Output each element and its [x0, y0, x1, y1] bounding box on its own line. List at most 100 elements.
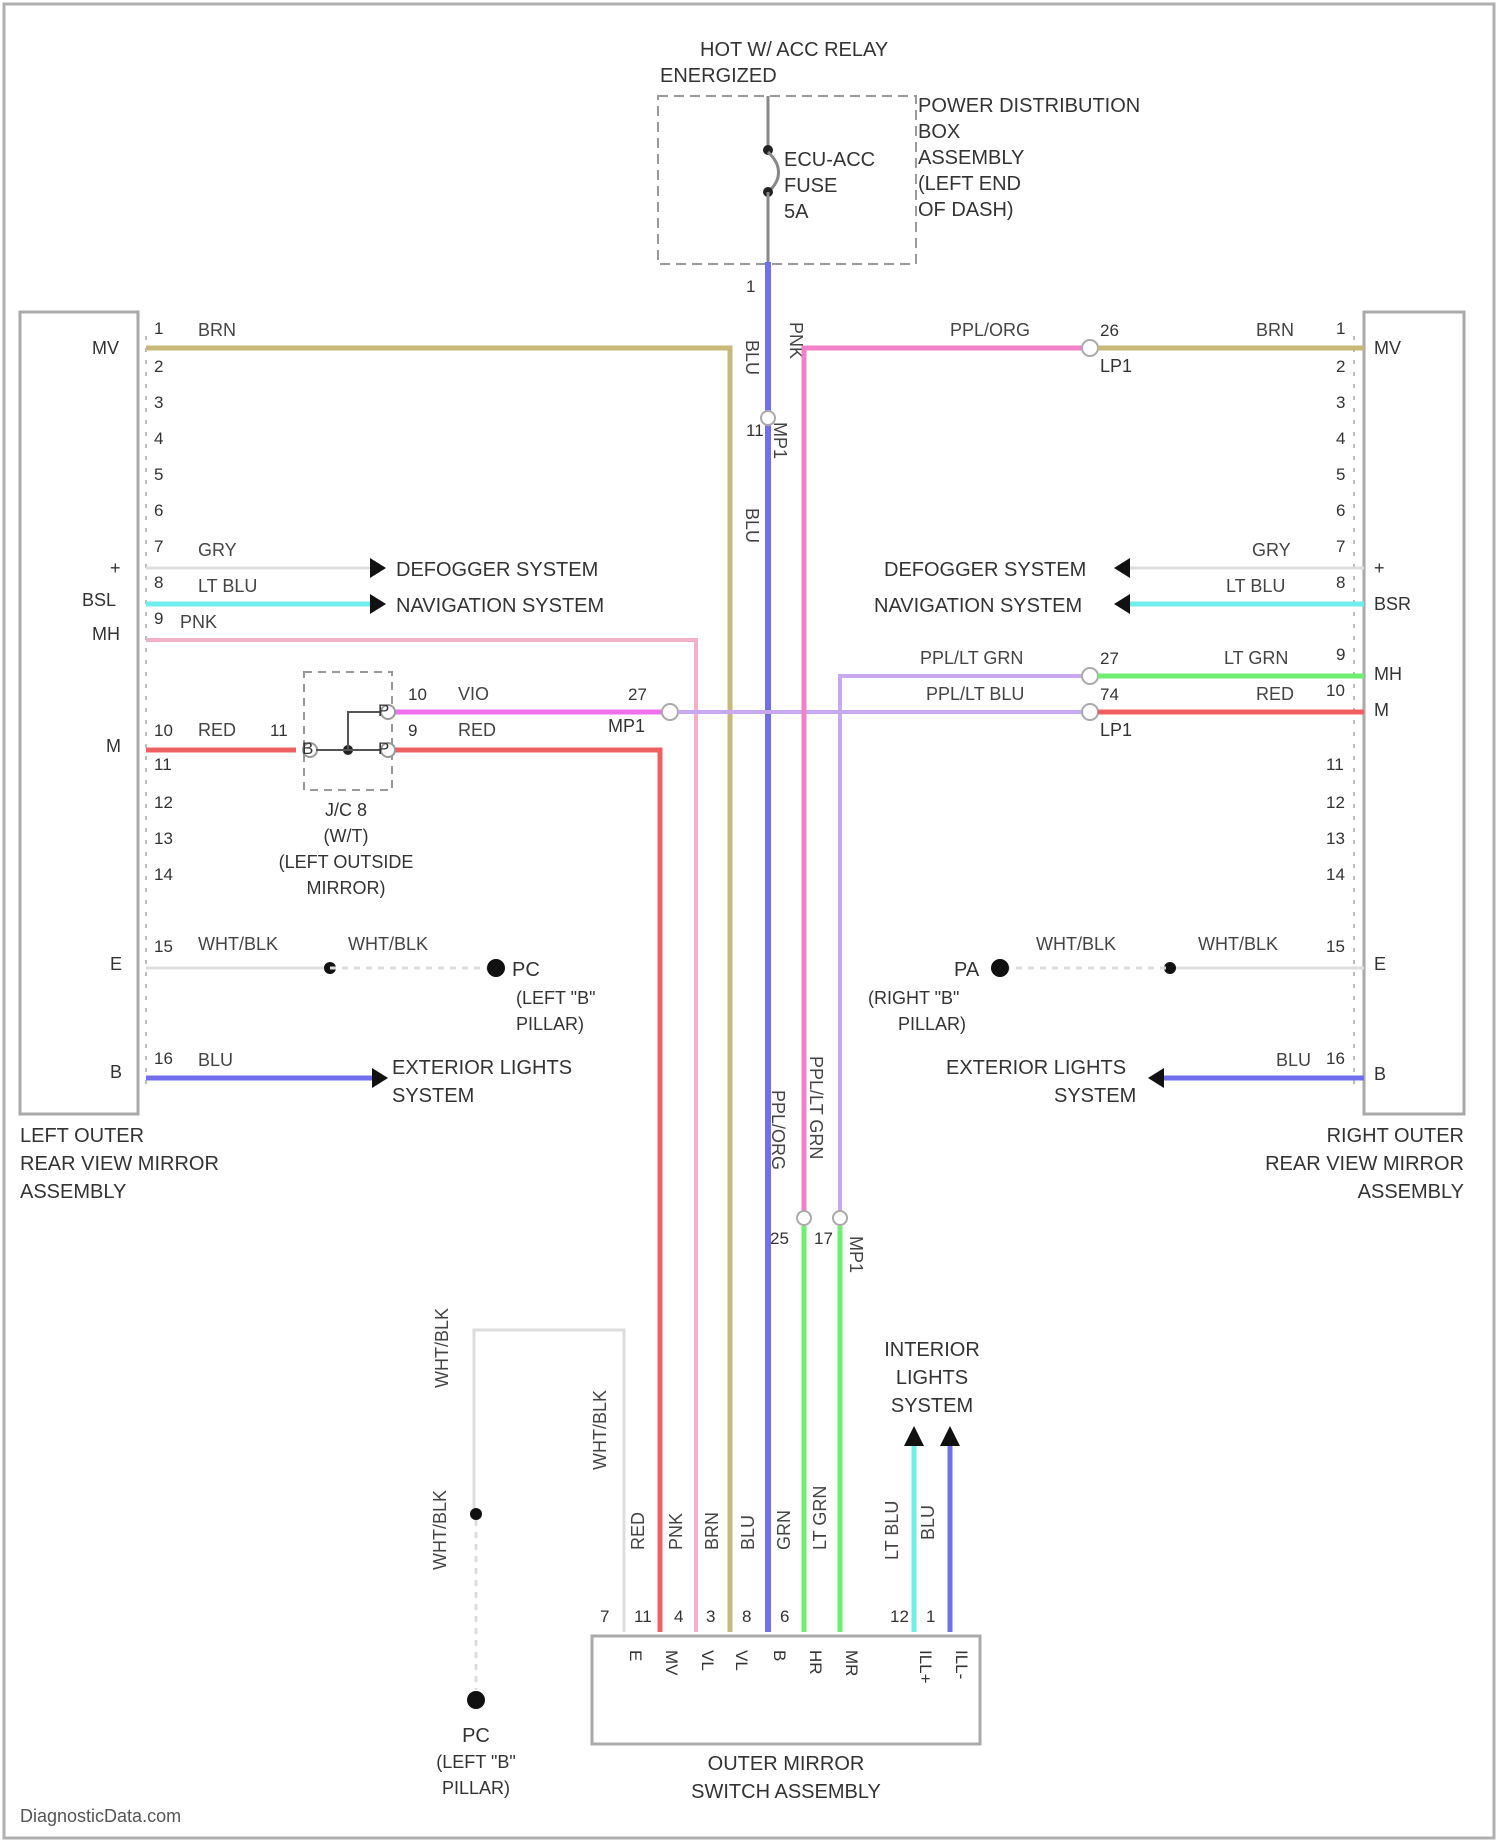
- label-blu-int: BLU: [918, 1505, 938, 1540]
- junction-pin-9: 9: [408, 721, 417, 740]
- sw-pin-12: 12: [890, 1607, 909, 1626]
- left-pin-16: 16: [154, 1049, 173, 1068]
- right-pin-7: 7: [1336, 537, 1345, 556]
- left-pin-5: 5: [154, 465, 163, 484]
- sw-pin-7: 7: [600, 1607, 609, 1626]
- junction-pin-p5: P: [378, 701, 389, 720]
- junction-label-3: (LEFT OUTSIDE: [279, 852, 414, 872]
- left-term-mv: MV: [92, 338, 119, 358]
- ext-lights-left-2: SYSTEM: [392, 1085, 474, 1107]
- junction-pin-10: 10: [408, 685, 427, 704]
- left-pin-4: 4: [154, 429, 163, 448]
- switch-terminal-1: MV: [662, 1650, 681, 1676]
- lp1-label-top: LP1: [1100, 356, 1132, 376]
- label-ppl-org-vert: PPL/ORG: [768, 1090, 788, 1170]
- label-lt-grn-right: LT GRN: [1224, 648, 1288, 668]
- arrow-int-lights-a: [904, 1426, 924, 1446]
- junction-label-4: MIRROR): [307, 878, 386, 898]
- label-red-sw: RED: [628, 1512, 648, 1550]
- left-term-bsl: BSL: [82, 590, 116, 610]
- ground-right-name: PA: [954, 959, 980, 981]
- junction-pin-p6: P: [378, 739, 389, 758]
- right-pin-1: 1: [1336, 319, 1345, 338]
- connector-mp1-lower-a: [797, 1211, 811, 1225]
- label-lt-blu-int: LT BLU: [882, 1501, 902, 1560]
- arrow-navigation-right: [1114, 594, 1130, 614]
- label-blu-top: BLU: [742, 340, 762, 375]
- right-pin-8: 8: [1336, 573, 1345, 592]
- left-term-b: B: [110, 1062, 122, 1082]
- ext-lights-right-1: EXTERIOR LIGHTS: [946, 1057, 1126, 1079]
- label-ppl-lt-blu: PPL/LT BLU: [926, 684, 1024, 704]
- right-term-bsr: BSR: [1374, 594, 1411, 614]
- ground-left-bottom-name: PC: [462, 1725, 490, 1747]
- left-mirror-name-2: REAR VIEW MIRROR: [20, 1153, 219, 1175]
- switch-terminal-0: E: [626, 1650, 645, 1661]
- label-brn-left: BRN: [198, 320, 236, 340]
- lp1-pin-27: 27: [1100, 649, 1119, 668]
- ground-left-bottom-icon: [467, 1691, 485, 1709]
- navigation-left: NAVIGATION SYSTEM: [396, 595, 604, 617]
- label-vio: VIO: [458, 684, 489, 704]
- label-mp1-lower: MP1: [846, 1236, 866, 1273]
- label-ppl-lt-grn: PPL/LT GRN: [920, 648, 1023, 668]
- label-wht-blk-left-b: WHT/BLK: [348, 934, 428, 954]
- left-mirror-name-3: ASSEMBLY: [20, 1181, 126, 1203]
- mp1-pin-25: 25: [770, 1229, 789, 1248]
- label-red-left-b: RED: [458, 720, 496, 740]
- relay-line1: HOT W/ ACC RELAY: [700, 39, 888, 61]
- label-mp1-trunk: MP1: [770, 422, 790, 459]
- right-pin-14: 14: [1326, 865, 1345, 884]
- switch-terminal-7: ILL+: [916, 1650, 935, 1684]
- left-pin-11: 11: [154, 755, 172, 774]
- connector-lp1-mh: [1082, 668, 1098, 684]
- pdb-label-3: ASSEMBLY: [918, 147, 1024, 169]
- left-pin-6: 6: [154, 501, 163, 520]
- right-pin-11: 11: [1326, 755, 1344, 774]
- right-term-e: E: [1374, 954, 1386, 974]
- left-term-m: M: [106, 736, 121, 756]
- ground-left-bottom-l2: PILLAR): [442, 1778, 510, 1798]
- right-pin-16: 16: [1326, 1049, 1345, 1068]
- wire-wht-blk-switch: [474, 1330, 624, 1632]
- trunk-connector-mp1: [761, 411, 775, 425]
- arrow-navigation-left: [370, 594, 386, 614]
- label-wht-blk-sw-lower: WHT/BLK: [430, 1490, 450, 1570]
- defogger-left: DEFOGGER SYSTEM: [396, 559, 598, 581]
- ground-left-top-name: PC: [512, 959, 540, 981]
- mp1-pin-17: 17: [814, 1229, 833, 1248]
- left-term-mh: MH: [92, 624, 120, 644]
- left-pin-7: 7: [154, 537, 163, 556]
- switch-terminal-4: B: [770, 1650, 789, 1661]
- fuse-symbol: [768, 152, 779, 192]
- label-wht-blk-sw-e: WHT/BLK: [590, 1390, 610, 1470]
- defogger-right: DEFOGGER SYSTEM: [884, 559, 1086, 581]
- ground-right-l2: PILLAR): [898, 1014, 966, 1034]
- label-lt-grn-sw: LT GRN: [810, 1486, 830, 1550]
- connector-lp1-top: [1082, 340, 1098, 356]
- right-pin-12: 12: [1326, 793, 1345, 812]
- fuse-label-3: 5A: [784, 201, 809, 223]
- label-grn-sw: GRN: [774, 1510, 794, 1550]
- switch-terminal-3: VL: [732, 1650, 751, 1671]
- switch-terminal-2: VL: [698, 1650, 717, 1671]
- left-pin-13: 13: [154, 829, 173, 848]
- wire-pnk-left: [146, 640, 696, 1632]
- arrow-defogger-left: [370, 558, 386, 578]
- switch-terminal-8: ILL-: [952, 1650, 971, 1679]
- left-pin-9: 9: [154, 609, 163, 628]
- label-ppl-lt-grn-vert: PPL/LT GRN: [806, 1056, 826, 1159]
- right-mirror-name-1: RIGHT OUTER: [1327, 1125, 1464, 1147]
- label-ppl-org: PPL/ORG: [950, 320, 1030, 340]
- left-term-plus: +: [110, 558, 121, 578]
- right-term-mv: MV: [1374, 338, 1401, 358]
- left-mirror-box: [20, 312, 138, 1114]
- ground-left-top-l2: PILLAR): [516, 1014, 584, 1034]
- right-pin-5: 5: [1336, 465, 1345, 484]
- sw-pin-1: 1: [926, 1607, 935, 1626]
- navigation-right: NAVIGATION SYSTEM: [874, 595, 1082, 617]
- left-pin-12: 12: [154, 793, 173, 812]
- switch-terminal-6: MR: [842, 1650, 861, 1676]
